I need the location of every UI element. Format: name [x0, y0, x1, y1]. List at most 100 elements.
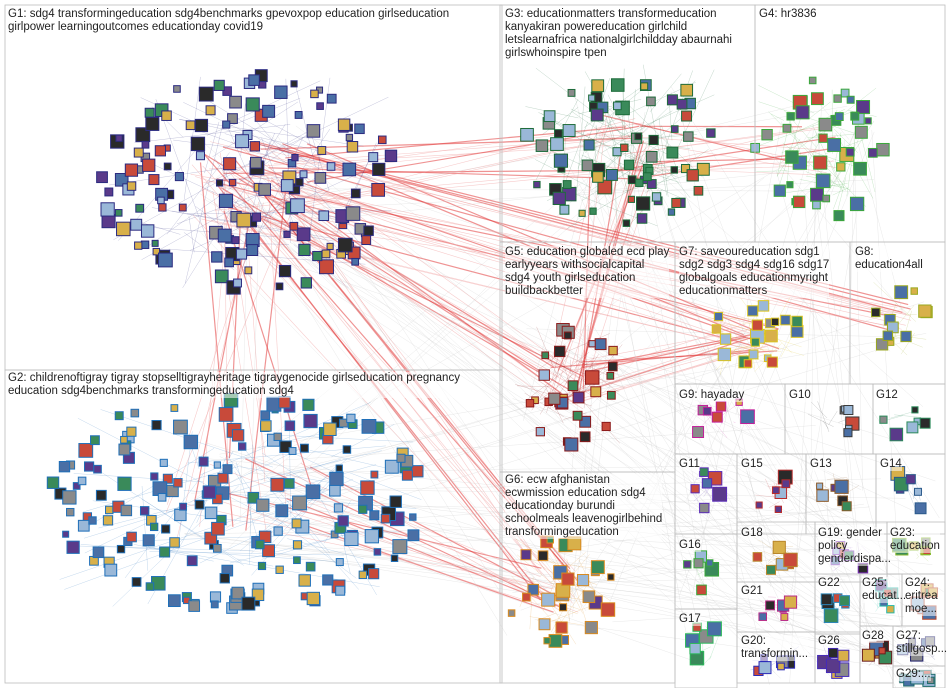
- node-G3-7[interactable]: [676, 98, 688, 110]
- node-G1-97[interactable]: [306, 124, 321, 138]
- node-G3-55[interactable]: [671, 197, 682, 208]
- node-G2-29[interactable]: [166, 484, 179, 498]
- node-G3-2[interactable]: [597, 179, 613, 195]
- node-G3-43[interactable]: [651, 192, 662, 202]
- node-G1-117[interactable]: [144, 107, 155, 118]
- node-G2-182[interactable]: [218, 407, 234, 422]
- node-G1-60[interactable]: [174, 172, 184, 182]
- node-G2-23[interactable]: [159, 458, 168, 467]
- node-G19-5[interactable]: [843, 550, 855, 562]
- node-G2-25[interactable]: [361, 418, 377, 434]
- node-G6-10[interactable]: [567, 536, 582, 551]
- node-G3-66[interactable]: [645, 150, 658, 163]
- node-G16-1[interactable]: [683, 560, 692, 569]
- node-G1-143[interactable]: [299, 170, 308, 179]
- node-G2-167[interactable]: [130, 408, 140, 418]
- node-G1-36[interactable]: [319, 259, 334, 275]
- node-G8-10[interactable]: [882, 330, 893, 341]
- node-G1-82[interactable]: [151, 239, 159, 247]
- node-G2-128[interactable]: [62, 490, 77, 505]
- node-G2-134[interactable]: [358, 570, 368, 580]
- node-G8-9[interactable]: [894, 285, 909, 300]
- node-G2-81[interactable]: [92, 546, 105, 559]
- node-G1-94[interactable]: [248, 74, 260, 86]
- node-G7-18[interactable]: [757, 300, 770, 312]
- node-G1-122[interactable]: [194, 118, 209, 133]
- node-G1-28[interactable]: [216, 179, 224, 187]
- node-G1-121[interactable]: [114, 209, 123, 217]
- node-G2-75[interactable]: [159, 546, 171, 558]
- node-G12-5[interactable]: [906, 421, 919, 434]
- node-G20-4[interactable]: [777, 662, 785, 671]
- node-G17-2[interactable]: [706, 621, 722, 637]
- node-G3-19[interactable]: [680, 163, 691, 174]
- node-G6-25[interactable]: [558, 603, 568, 612]
- node-G2-142[interactable]: [120, 504, 133, 517]
- node-G2-149[interactable]: [194, 499, 205, 510]
- node-G1-47[interactable]: [185, 120, 196, 131]
- node-G1-10[interactable]: [190, 136, 206, 152]
- node-G3-18[interactable]: [562, 124, 576, 137]
- node-G4-26[interactable]: [854, 125, 868, 139]
- node-G14-2[interactable]: [914, 487, 922, 496]
- node-G2-100[interactable]: [139, 506, 150, 516]
- node-G4-9[interactable]: [813, 155, 828, 170]
- node-G21-3[interactable]: [758, 612, 768, 621]
- node-G3-67[interactable]: [686, 169, 699, 182]
- node-G20-1[interactable]: [760, 654, 768, 662]
- node-G5-15[interactable]: [541, 351, 550, 360]
- node-G2-125[interactable]: [306, 591, 320, 606]
- node-G6-23[interactable]: [546, 536, 554, 544]
- node-G5-27[interactable]: [525, 399, 535, 408]
- node-G7-15[interactable]: [770, 317, 780, 327]
- node-G25-2[interactable]: [879, 598, 889, 607]
- node-G28-5[interactable]: [878, 647, 886, 655]
- node-G2-147[interactable]: [255, 539, 265, 550]
- node-G7-7[interactable]: [750, 337, 760, 347]
- node-G1-93[interactable]: [289, 221, 299, 231]
- node-G2-67[interactable]: [95, 489, 107, 501]
- node-G1-79[interactable]: [235, 248, 248, 260]
- node-G2-3[interactable]: [142, 534, 155, 547]
- node-G4-40[interactable]: [786, 181, 794, 189]
- node-G1-33[interactable]: [148, 174, 160, 186]
- node-G2-181[interactable]: [131, 577, 142, 587]
- node-G1-144[interactable]: [290, 198, 305, 214]
- node-G2-63[interactable]: [126, 426, 137, 437]
- node-G5-2[interactable]: [601, 421, 611, 432]
- node-G2-178[interactable]: [273, 526, 283, 536]
- node-G2-20[interactable]: [333, 503, 344, 513]
- node-G19-1[interactable]: [830, 556, 840, 566]
- node-G2-137[interactable]: [204, 531, 218, 545]
- node-G1-110[interactable]: [291, 153, 299, 162]
- node-G17-3[interactable]: [692, 622, 702, 632]
- node-G4-23[interactable]: [795, 105, 810, 120]
- node-G3-34[interactable]: [581, 159, 594, 172]
- node-G26-4[interactable]: [837, 649, 850, 662]
- node-G3-59[interactable]: [592, 171, 604, 183]
- node-G3-62[interactable]: [543, 110, 556, 123]
- node-G22-4[interactable]: [820, 593, 833, 606]
- node-G1-101[interactable]: [326, 93, 337, 104]
- node-G2-69[interactable]: [329, 484, 341, 497]
- node-G16-4[interactable]: [706, 559, 714, 567]
- node-G2-105[interactable]: [338, 418, 348, 428]
- node-G1-38[interactable]: [101, 214, 116, 229]
- node-G2-78[interactable]: [72, 482, 81, 490]
- node-G7-1[interactable]: [713, 311, 724, 322]
- node-G2-135[interactable]: [342, 445, 352, 454]
- node-G2-93[interactable]: [77, 519, 90, 532]
- node-G1-27[interactable]: [372, 162, 386, 176]
- node-G2-184[interactable]: [237, 442, 247, 451]
- node-G21-4[interactable]: [783, 595, 798, 609]
- node-G1-119[interactable]: [224, 257, 234, 268]
- node-G2-179[interactable]: [120, 435, 128, 444]
- node-G2-16[interactable]: [162, 473, 173, 484]
- node-G1-148[interactable]: [116, 221, 131, 237]
- node-G1-41[interactable]: [345, 133, 354, 142]
- node-G2-115[interactable]: [88, 516, 97, 525]
- node-G8-8[interactable]: [875, 338, 889, 351]
- node-G7-16[interactable]: [719, 333, 732, 345]
- node-G1-146[interactable]: [233, 278, 242, 288]
- node-G9-2[interactable]: [692, 426, 705, 439]
